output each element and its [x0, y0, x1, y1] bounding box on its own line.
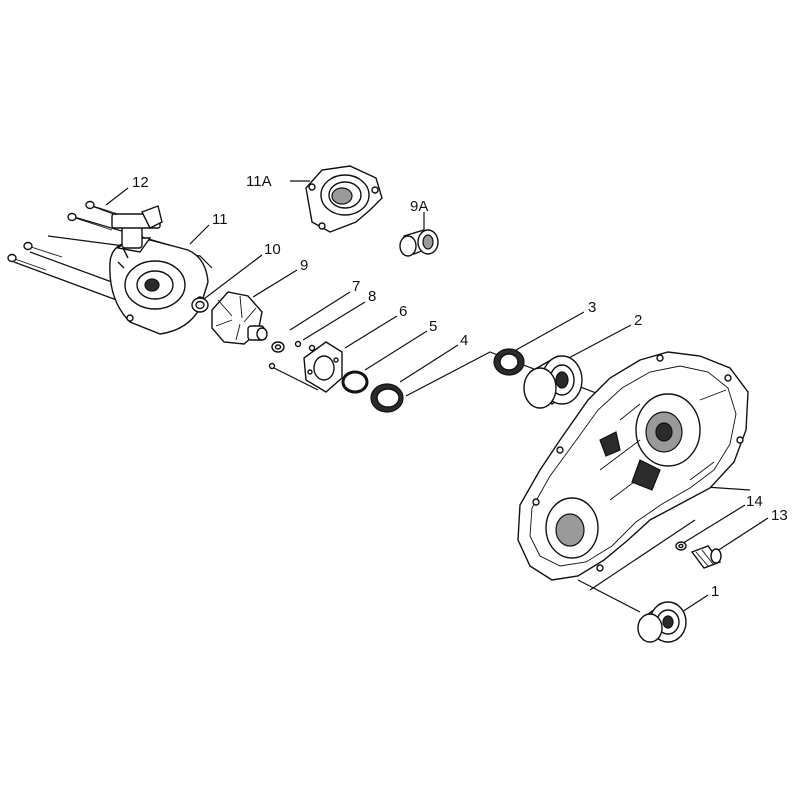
callout-5: 5: [429, 318, 437, 335]
callout-2: 2: [634, 312, 642, 329]
part-8-pins: [268, 340, 316, 370]
part-1-bearing: [637, 601, 687, 643]
bolt-3: [23, 241, 63, 258]
part-2-bearing: [523, 355, 583, 409]
part-5-o-ring: [341, 370, 369, 394]
bolt-4: [7, 253, 47, 271]
part-9-impeller: [211, 291, 268, 345]
bolt-2: [67, 212, 113, 231]
bolt-1: [85, 200, 119, 215]
part-11-cover-assembly: [109, 205, 209, 335]
callout-8: 8: [368, 288, 376, 305]
callout-14: 14: [746, 493, 763, 510]
callout-11: 11: [212, 211, 228, 228]
callout-7: 7: [352, 278, 360, 295]
callout-9: 9: [300, 257, 308, 274]
part-12-bolts: [7, 200, 119, 271]
callout-4: 4: [460, 332, 468, 349]
callout-11a: 11A: [246, 173, 272, 190]
callout-labels: 12 11 11A 9A 10 9 7 8 6 5 4 3 2 14 13 1: [132, 173, 788, 600]
callout-1: 1: [711, 583, 719, 600]
callout-13: 13: [771, 507, 788, 524]
part-11a-flange-housing: [305, 165, 383, 233]
callout-12: 12: [132, 174, 149, 191]
main-housing-crankcase: [517, 351, 749, 581]
part-3-oil-seal: [493, 348, 525, 376]
callout-3: 3: [588, 299, 596, 316]
callout-6: 6: [399, 303, 407, 320]
part-9a-bushing: [399, 229, 439, 257]
part-4-seal-ring: [370, 383, 404, 413]
part-13-plug: [690, 545, 722, 569]
callout-9a: 9A: [410, 198, 428, 215]
part-7-washer: [271, 341, 285, 353]
part-6-gasket-plate: [303, 341, 343, 393]
callout-10: 10: [264, 241, 281, 258]
part-14-washer: [675, 541, 687, 551]
part-10-ring: [191, 297, 209, 313]
